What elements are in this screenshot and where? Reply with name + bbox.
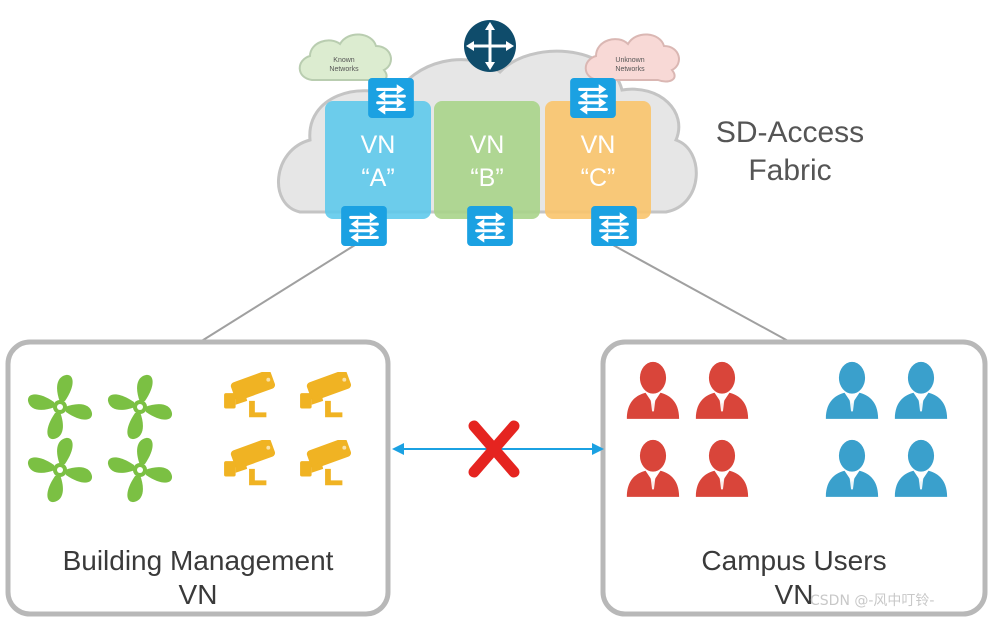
switch-icon [368, 78, 414, 118]
switch-icon [570, 78, 616, 118]
vn-c-label-2: “C” [581, 164, 616, 192]
vn-a-label-2: “A” [361, 164, 394, 192]
fabric-label-line2: Fabric [748, 154, 832, 187]
watermark: CSDN @-风中叮铃- [810, 593, 935, 609]
campus-label-line1: Campus Users [701, 545, 887, 576]
switch-icon [341, 206, 387, 246]
campus-users-label: Campus Users VN [603, 544, 985, 612]
vn-b-block: VN “B” [434, 101, 540, 219]
vn-a-label-1: VN [361, 131, 396, 159]
building-management-box [5, 339, 391, 617]
known-label-2: Networks [329, 66, 359, 73]
known-label-1: Known [333, 57, 355, 64]
fabric-label: SD-Access Fabric [690, 114, 890, 190]
building-label-line1: Building Management [62, 545, 334, 576]
vn-b-label-1: VN [470, 131, 505, 159]
switch-icon [591, 206, 637, 246]
vn-c-block: VN “C” [545, 101, 651, 219]
link-fabric-campus [612, 244, 791, 343]
unknown-label-1: Unknown [615, 57, 644, 64]
router-icon [464, 20, 516, 72]
blocked-x-icon [468, 420, 520, 478]
building-management-label: Building Management VN [8, 544, 388, 612]
known-networks-cloud: Known Networks [298, 33, 392, 83]
vn-b-label-2: “B” [470, 164, 503, 192]
unknown-networks-cloud: Unknown Networks [584, 33, 680, 83]
switch-icon [467, 206, 513, 246]
vn-c-label-1: VN [581, 131, 616, 159]
campus-label-line2: VN [774, 579, 814, 610]
vn-a-block: VN “A” [325, 101, 431, 219]
building-label-line2: VN [178, 579, 218, 610]
fabric-label-line1: SD-Access [715, 116, 865, 149]
link-fabric-building [199, 244, 356, 343]
unknown-label-2: Networks [615, 66, 645, 73]
